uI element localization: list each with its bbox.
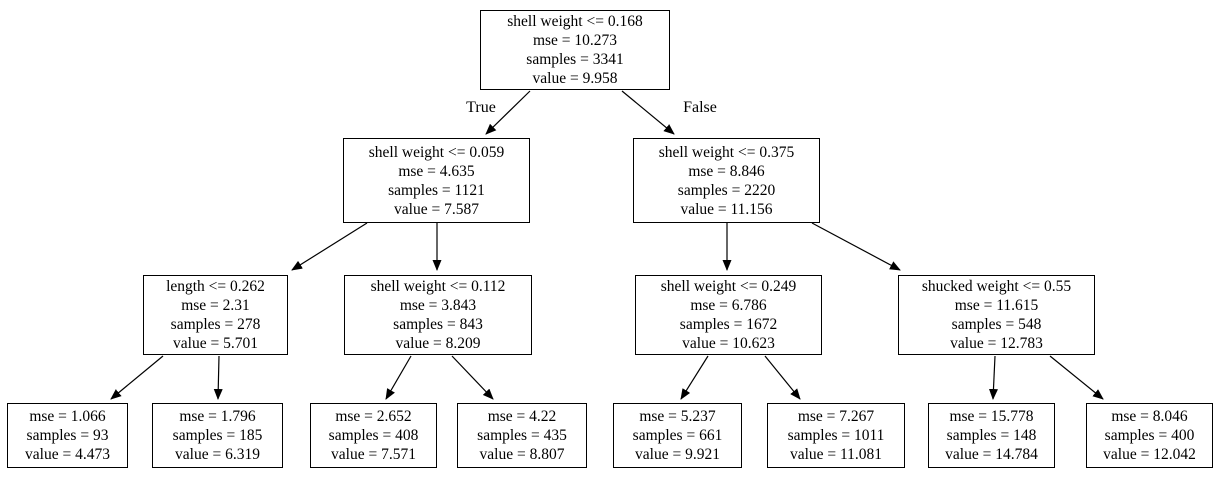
node-value: value = 12.042	[1103, 446, 1196, 463]
node-samples: samples = 408	[328, 427, 419, 444]
node-samples: samples = 3341	[526, 51, 624, 68]
node-mse: mse = 8.846	[688, 162, 765, 180]
node-condition: shell weight <= 0.375	[658, 143, 795, 161]
node-condition: shell weight <= 0.249	[660, 278, 797, 295]
node-samples: samples = 93	[26, 427, 109, 444]
node-value: value = 9.921	[635, 446, 720, 463]
node-mse: mse = 1.796	[179, 408, 256, 425]
node-mse: mse = 5.237	[639, 408, 716, 425]
tree-node-right-right: shucked weight <= 0.55 mse = 11.615 samp…	[898, 275, 1095, 355]
node-mse: mse = 7.267	[797, 408, 875, 425]
tree-node-left-left: length <= 0.262 mse = 2.31 samples = 278…	[143, 275, 288, 355]
node-value: value = 11.156	[680, 200, 773, 218]
edge-rightright-to-leaf7	[988, 355, 998, 400]
node-samples: samples = 843	[393, 316, 483, 333]
node-condition: length <= 0.262	[166, 278, 265, 295]
tree-node-root: shell weight <= 0.168 mse = 10.273 sampl…	[480, 10, 670, 90]
edge-label-true: True	[466, 99, 496, 116]
tree-leaf-2: mse = 1.796 samples = 185 value = 6.319	[152, 403, 283, 468]
node-samples: samples = 400	[1104, 427, 1195, 444]
node-value: value = 5.701	[173, 335, 258, 352]
node-value: value = 7.571	[331, 446, 416, 463]
node-mse: mse = 2.31	[181, 297, 250, 314]
tree-leaf-1: mse = 1.066 samples = 93 value = 4.473	[7, 403, 128, 468]
node-mse: mse = 10.273	[532, 32, 618, 49]
node-mse: mse = 1.066	[29, 408, 106, 425]
node-mse: mse = 2.652	[335, 408, 412, 425]
node-mse: mse = 8.046	[1111, 408, 1188, 425]
node-value: value = 7.587	[394, 200, 479, 218]
node-samples: samples = 185	[172, 427, 263, 444]
node-value: value = 6.319	[175, 446, 260, 463]
edge-leftright-to-leaf3	[385, 355, 412, 400]
edge-root-to-left	[485, 90, 531, 135]
node-samples: samples = 661	[632, 427, 723, 444]
tree-node-left: shell weight <= 0.059 mse = 4.635 sample…	[343, 138, 530, 223]
tree-leaf-5: mse = 5.237 samples = 661 value = 9.921	[613, 403, 742, 468]
tree-leaf-7: mse = 15.778 samples = 148 value = 14.78…	[928, 403, 1055, 468]
node-mse: mse = 11.615	[954, 297, 1039, 314]
edge-leftleft-to-leaf2	[213, 355, 223, 400]
edge-label-false: False	[683, 99, 717, 116]
node-value: value = 8.209	[395, 335, 481, 352]
edge-root-to-right	[621, 90, 675, 135]
edge-leftleft-to-leaf1	[110, 355, 164, 400]
node-value: value = 11.081	[789, 446, 883, 463]
node-samples: samples = 1121	[388, 181, 485, 199]
edge-rightright-to-leaf8	[1049, 355, 1104, 400]
node-mse: mse = 4.22	[487, 408, 557, 425]
node-condition: shell weight <= 0.112	[370, 278, 506, 295]
node-condition: shell weight <= 0.059	[368, 143, 505, 161]
node-samples: samples = 2220	[677, 181, 776, 199]
tree-node-left-right: shell weight <= 0.112 mse = 3.843 sample…	[344, 275, 532, 355]
tree-node-right-left: shell weight <= 0.249 mse = 6.786 sample…	[635, 275, 822, 355]
node-mse: mse = 4.635	[398, 162, 475, 180]
tree-leaf-8: mse = 8.046 samples = 400 value = 12.042	[1086, 403, 1213, 468]
node-samples: samples = 548	[951, 316, 1042, 333]
node-value: value = 14.784	[945, 446, 1038, 463]
node-samples: samples = 1011	[787, 427, 885, 444]
node-value: value = 8.807	[479, 446, 565, 463]
node-mse: mse = 6.786	[690, 297, 767, 314]
node-value: value = 12.783	[950, 335, 1043, 352]
node-condition: shucked weight <= 0.55	[921, 278, 1072, 295]
edge-leftright-to-leaf4	[451, 355, 494, 400]
edge-rightleft-to-leaf6	[764, 355, 801, 400]
node-value: value = 4.473	[25, 446, 110, 463]
edge-rightleft-to-leaf5	[680, 355, 709, 400]
tree-leaf-6: mse = 7.267 samples = 1011 value = 11.08…	[767, 403, 905, 468]
node-samples: samples = 435	[477, 427, 567, 444]
node-value: value = 10.623	[682, 335, 775, 352]
node-value: value = 9.958	[532, 70, 618, 87]
node-samples: samples = 1672	[679, 316, 778, 333]
edge-right-to-rightright	[811, 222, 901, 271]
node-mse: mse = 3.843	[399, 297, 477, 314]
tree-node-right: shell weight <= 0.375 mse = 8.846 sample…	[633, 138, 820, 223]
edge-left-to-leftleft	[291, 222, 368, 271]
node-samples: samples = 278	[170, 316, 261, 333]
node-mse: mse = 15.778	[949, 408, 1034, 425]
tree-leaf-4: mse = 4.22 samples = 435 value = 8.807	[457, 403, 587, 468]
node-condition: shell weight <= 0.168	[507, 13, 643, 30]
tree-leaf-3: mse = 2.652 samples = 408 value = 7.571	[310, 403, 437, 468]
node-samples: samples = 148	[946, 427, 1037, 444]
